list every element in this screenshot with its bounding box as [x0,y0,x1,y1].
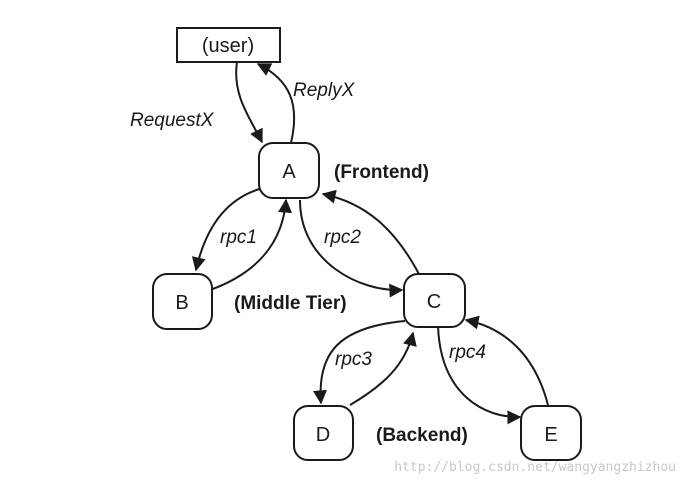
edge-rpc1-reply [209,198,293,291]
edge-rpc4-reply [464,315,549,406]
tier-label-frontend: (Frontend) [334,162,429,183]
edge-rpc1-request [191,187,264,272]
node-c-label: C [427,291,441,313]
node-e-label: E [544,424,557,446]
edge-rpc2-request [299,199,404,298]
edge-rpc3-reply [349,331,417,406]
node-a-label: A [282,161,296,183]
tier-label-backend: (Backend) [376,425,468,446]
node-c: C [403,273,466,328]
node-e: E [520,405,582,461]
edge-label-reply: ReplyX [293,80,356,101]
edge-label-rpc3: rpc3 [335,349,372,370]
edge-label-request: RequestX [130,110,215,131]
node-b: B [152,273,213,330]
edge-rpc2-reply [321,189,421,277]
node-b-label: B [175,292,188,314]
node-user: (user) [176,27,281,63]
watermark-text: http://blog.csdn.net/wangyangzhizhou [394,460,676,475]
edge-reply [256,63,296,144]
node-d: D [293,405,354,461]
edge-rpc4-request [437,324,522,425]
node-user-label: (user) [202,35,254,57]
edge-label-rpc1: rpc1 [220,227,257,248]
tier-label-middle: (Middle Tier) [234,293,347,314]
edge-label-rpc4: rpc4 [449,342,486,363]
node-d-label: D [316,424,330,446]
edge-label-rpc2: rpc2 [324,227,361,248]
edge-request [235,61,263,144]
node-a: A [258,142,320,199]
edge-rpc3-request [313,320,406,405]
